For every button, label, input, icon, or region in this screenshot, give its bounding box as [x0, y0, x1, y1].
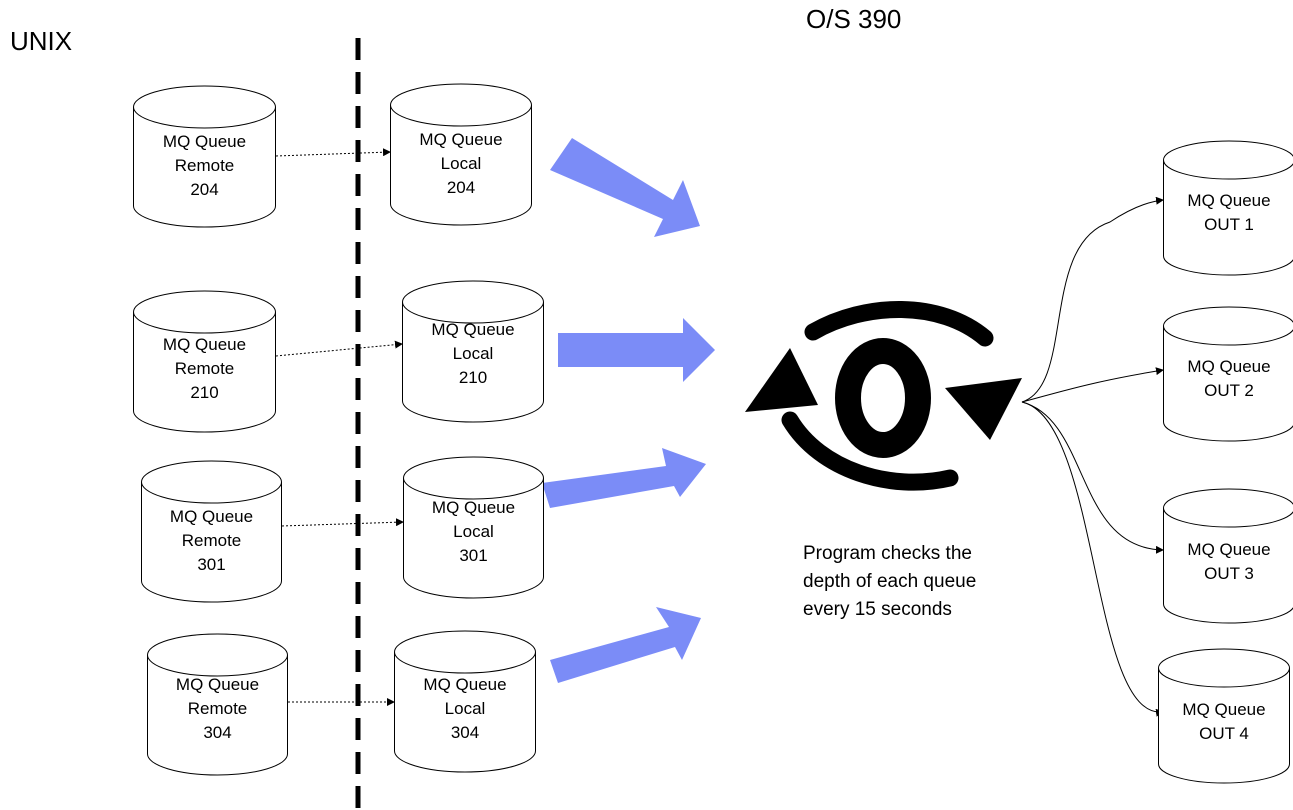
remote-local-connector — [275, 148, 391, 157]
out-queue-3: MQ Queue OUT 3 — [1163, 488, 1293, 624]
queue-kind-label: Local — [453, 522, 494, 541]
queue-type-label: MQ Queue — [1187, 540, 1271, 559]
queue-number-label: 304 — [203, 723, 232, 742]
queue-number-label: 210 — [190, 383, 219, 402]
cycle-loop-icon — [745, 301, 1022, 491]
queue-type-label: MQ Queue — [419, 130, 503, 149]
queue-type-label: MQ Queue — [1182, 700, 1266, 719]
queue-number-label: 304 — [450, 723, 480, 742]
queue-type-label: MQ Queue — [162, 132, 247, 151]
local-queue-204: MQ Queue Local 204 — [390, 83, 532, 226]
queue-number-label: 301 — [459, 546, 488, 565]
os390-heading: O/S 390 — [806, 4, 902, 34]
queue-type-label: MQ Queue — [1187, 357, 1271, 376]
queue-number-label: 210 — [458, 368, 488, 387]
remote-queue-304: MQ Queue Remote 304 — [147, 633, 288, 776]
queue-number-label: 204 — [190, 180, 219, 199]
queue-type-label: MQ Queue — [169, 507, 254, 526]
queue-kind-label: OUT 2 — [1204, 381, 1254, 400]
remote-queue-301: MQ Queue Remote 301 — [141, 460, 282, 603]
out-queue-4: MQ Queue OUT 4 — [1158, 648, 1290, 784]
queue-kind-label: Remote — [174, 359, 235, 378]
queue-kind-label: Remote — [174, 156, 235, 175]
queue-kind-label: Local — [452, 344, 494, 363]
remote-local-connector — [281, 518, 404, 527]
local-queue-210: MQ Queue Local 210 — [402, 280, 544, 423]
out-queue-2: MQ Queue OUT 2 — [1163, 306, 1293, 442]
queue-kind-label: Remote — [181, 531, 242, 550]
out-connector — [1021, 196, 1164, 403]
flow-arrow — [558, 318, 715, 382]
flow-arrow — [550, 607, 701, 683]
remote-local-connector — [275, 340, 403, 357]
local-queue-301: MQ Queue Local 301 — [403, 456, 544, 599]
remote-queue-204: MQ Queue Remote 204 — [133, 85, 276, 228]
program-description: Program checks the depth of each queue e… — [803, 543, 977, 620]
queue-number-label: 204 — [446, 178, 476, 197]
queue-kind-label: Remote — [187, 699, 248, 718]
queue-type-label: MQ Queue — [431, 320, 515, 339]
local-queue-304: MQ Queue Local 304 — [394, 630, 536, 773]
queue-number-label: 301 — [197, 555, 226, 574]
queue-kind-label: OUT 4 — [1199, 724, 1249, 743]
queue-type-label: MQ Queue — [175, 675, 260, 694]
queue-type-label: MQ Queue — [162, 335, 247, 354]
queue-kind-label: Local — [444, 699, 486, 718]
queue-kind-label: Local — [440, 154, 482, 173]
queue-type-label: MQ Queue — [1187, 191, 1271, 210]
remote-queue-210: MQ Queue Remote 210 — [133, 290, 276, 433]
out-queue-1: MQ Queue OUT 1 — [1163, 140, 1293, 276]
unix-heading: UNIX — [10, 26, 73, 56]
out-connector — [1021, 401, 1164, 554]
queue-type-label: MQ Queue — [423, 675, 507, 694]
flow-arrow — [542, 448, 706, 508]
out-connector — [1021, 401, 1164, 717]
out-connector — [1021, 367, 1164, 403]
queue-kind-label: OUT 3 — [1204, 564, 1254, 583]
queue-type-label: MQ Queue — [431, 498, 516, 517]
flow-arrow — [550, 138, 700, 237]
queue-kind-label: OUT 1 — [1204, 215, 1254, 234]
